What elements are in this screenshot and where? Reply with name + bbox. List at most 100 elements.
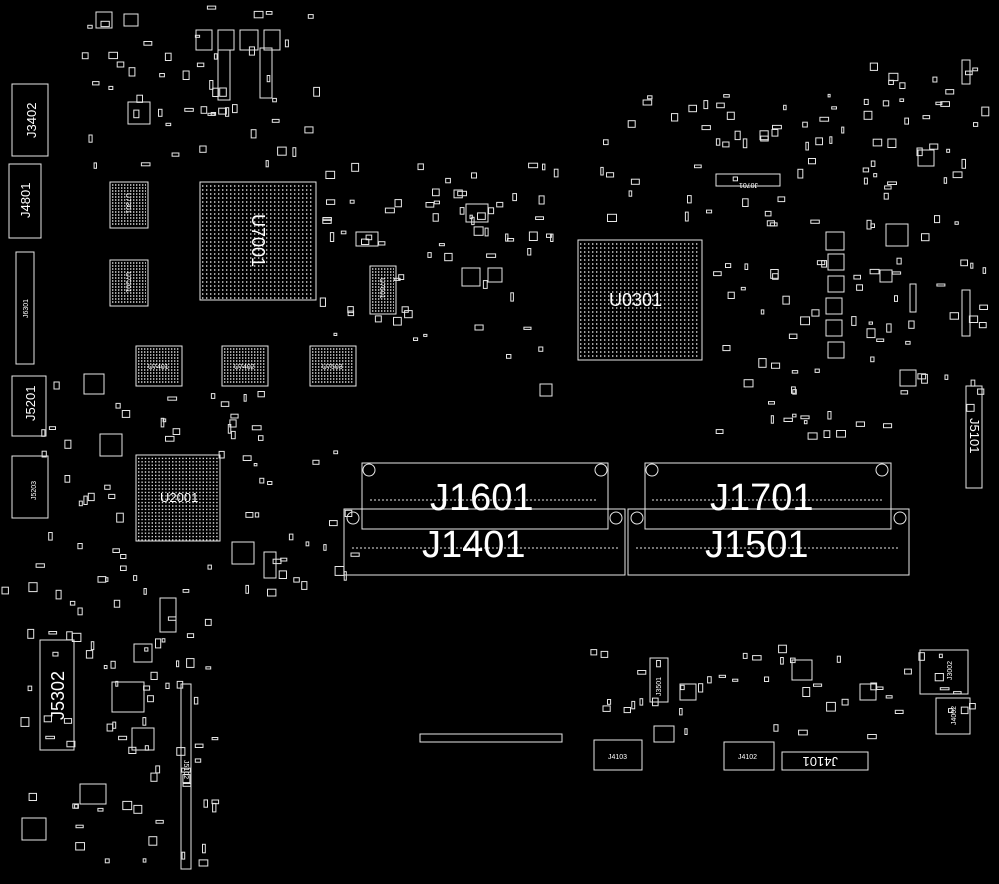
footprint — [144, 647, 149, 652]
footprint — [791, 659, 813, 681]
footprint — [866, 328, 876, 339]
footprint — [727, 291, 735, 300]
footprint — [133, 575, 138, 581]
footprint — [323, 544, 327, 551]
footprint — [800, 316, 810, 326]
footprint — [43, 715, 53, 723]
footprint — [882, 100, 890, 107]
footprint — [769, 222, 778, 227]
footprint — [211, 737, 219, 741]
footprint — [740, 286, 746, 291]
footprint — [932, 76, 938, 83]
footprint — [155, 638, 162, 649]
footprint — [771, 129, 779, 137]
footprint — [160, 417, 165, 428]
footprint — [869, 62, 878, 71]
footprint — [432, 188, 440, 197]
footprint — [27, 628, 35, 639]
slot-j1601-outline — [361, 462, 609, 530]
footprint — [546, 233, 552, 238]
chip-u0301-outline — [577, 239, 703, 361]
footprint — [863, 177, 868, 185]
footprint — [656, 660, 661, 668]
footprint — [868, 321, 873, 325]
footprint — [239, 29, 259, 51]
footprint — [172, 428, 181, 436]
footprint — [52, 651, 59, 657]
footprint — [27, 685, 33, 692]
footprint — [825, 297, 843, 315]
footprint — [894, 295, 898, 302]
footprint — [205, 666, 212, 670]
footprint — [301, 581, 308, 590]
footprint — [960, 706, 969, 715]
footprint — [142, 858, 147, 863]
footprint — [398, 274, 405, 281]
footprint — [510, 292, 514, 302]
footprint — [773, 724, 779, 732]
footprint — [917, 149, 935, 167]
footprint — [344, 509, 353, 517]
footprint — [539, 383, 553, 397]
footprint — [471, 172, 477, 179]
footprint — [760, 135, 769, 142]
footprint — [734, 130, 741, 141]
footprint — [528, 162, 539, 169]
footprint — [79, 783, 107, 805]
footprint — [701, 125, 711, 131]
footprint — [265, 11, 273, 15]
footprint — [202, 843, 206, 854]
footprint — [600, 650, 609, 658]
footprint — [904, 668, 912, 675]
footprint — [688, 104, 698, 113]
connector-j4801-outline — [8, 163, 42, 239]
footprint — [186, 658, 195, 668]
connector-j5302-label: J5302 — [48, 671, 68, 720]
footprint — [206, 5, 217, 10]
footprint — [862, 167, 870, 173]
footprint — [28, 792, 38, 802]
footprint — [88, 134, 93, 143]
footprint — [899, 98, 905, 103]
footprint — [93, 162, 97, 169]
footprint — [105, 577, 109, 582]
footprint — [970, 379, 976, 387]
footprint — [631, 700, 636, 710]
footprint — [333, 332, 338, 336]
footprint — [104, 484, 111, 490]
footprint — [772, 124, 782, 130]
footprint — [199, 145, 207, 153]
footprint — [949, 312, 959, 320]
connector-j4103-outline — [593, 739, 643, 771]
footprint — [162, 418, 167, 423]
footprint — [230, 413, 239, 419]
footprint — [722, 345, 731, 352]
footprint — [116, 512, 124, 523]
footprint — [220, 401, 230, 407]
footprint — [680, 684, 685, 691]
footprint — [182, 589, 190, 593]
footprint — [764, 676, 770, 682]
footprint — [939, 687, 950, 691]
footprint — [856, 284, 863, 291]
footprint — [20, 717, 30, 727]
footprint — [92, 81, 100, 86]
footprint — [607, 213, 617, 223]
footprint — [474, 324, 484, 331]
footprint — [982, 267, 987, 274]
footprint — [542, 163, 546, 171]
footprint — [245, 584, 249, 594]
footprint — [164, 52, 172, 62]
footprint — [742, 138, 748, 149]
footprint — [115, 680, 119, 687]
footprint — [122, 800, 133, 811]
footprint — [884, 185, 892, 190]
footprint — [827, 411, 832, 420]
footprint — [90, 641, 95, 651]
footprint — [505, 233, 509, 242]
footprint — [772, 273, 779, 280]
footprint — [642, 99, 653, 106]
footprint — [482, 280, 488, 289]
footprint — [322, 218, 332, 224]
chip-u7401-label: U7401 — [148, 364, 169, 371]
